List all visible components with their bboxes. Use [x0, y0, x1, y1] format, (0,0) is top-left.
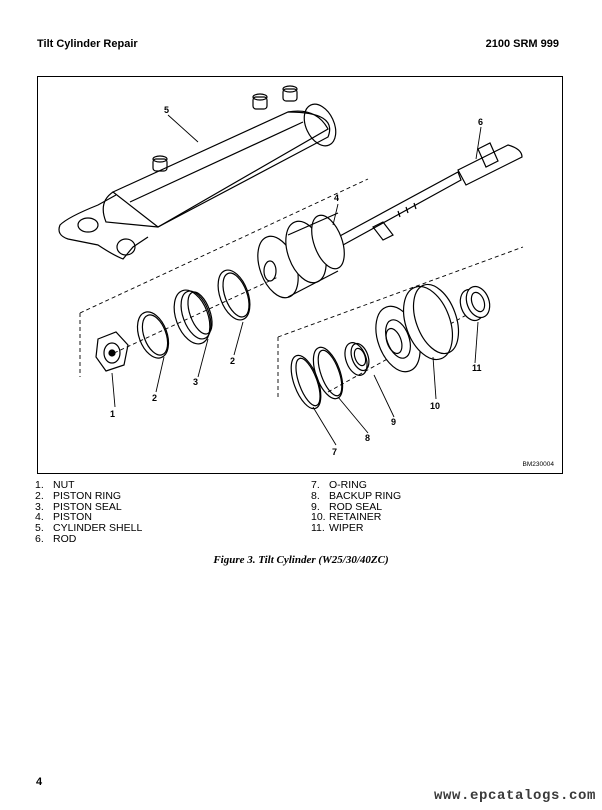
page-number: 4 [36, 776, 43, 788]
backup-ring-drawing [312, 346, 344, 400]
legend-number: 8. [311, 489, 320, 502]
legend-label: ROD [53, 532, 77, 545]
callout-5: 5 [164, 105, 169, 115]
tilt-cylinder-illustration: 5 6 4 1 2 3 2 7 8 9 10 11 [58, 85, 524, 457]
legend-item: 9. ROD SEAL [311, 500, 561, 513]
nut-drawing [95, 331, 129, 372]
parts-legend-right: 7. O-RING 8. BACKUP RING 9. ROD SEAL 10.RET… [311, 480, 561, 534]
callout-4: 4 [334, 193, 339, 203]
legend-number: 6. [35, 532, 44, 545]
callout-11: 11 [472, 363, 482, 373]
parts-legend-left: 1. NUT 2. PISTON RING 3. PISTON SEAL 4. PIST… [35, 480, 285, 545]
legend-item: 11. WIPER [311, 523, 561, 534]
legend-item: 1. NUT [35, 480, 285, 491]
legend-number: 5. [35, 522, 44, 535]
legend-label: CYLINDER SHELL [53, 522, 143, 535]
legend-number: 1. [35, 479, 44, 491]
legend-number: 3. [35, 500, 44, 513]
legend-label: WIPER [329, 522, 364, 535]
callout-9: 9 [391, 417, 396, 427]
legend-item: 6. ROD [35, 534, 285, 545]
legend-item: 5. CYLINDER SHELL [35, 523, 285, 534]
callout-2-upper: 2 [230, 356, 235, 366]
legend-number: 2. [35, 489, 44, 502]
legend-number: 4. [35, 511, 44, 524]
retainer-drawing [375, 283, 460, 373]
legend-label: O-RING [329, 479, 367, 491]
legend-label: PISTON SEAL [53, 500, 122, 513]
legend-number: 9. [311, 500, 320, 513]
legend-label: PISTON [53, 511, 92, 524]
piston-ring-drawing-upper [217, 269, 251, 321]
cylinder-shell-drawing [58, 85, 337, 260]
figure-code: BM230004 [522, 461, 554, 468]
callout-10: 10 [430, 401, 440, 411]
piston-ring-drawing-lower [136, 311, 170, 359]
callout-2-lower: 2 [152, 393, 157, 403]
legend-label: PISTON RING [53, 489, 122, 502]
legend-item: 8. BACKUP RING [311, 489, 561, 502]
callout-1: 1 [110, 409, 115, 419]
piston-seal-drawing [173, 289, 211, 345]
watermark: www.epcatalogs.com [433, 788, 596, 804]
legend-label: RETAINER [329, 511, 382, 524]
legend-label: ROD SEAL [329, 500, 383, 513]
rod-drawing [337, 142, 523, 246]
legend-number: 7. [311, 479, 320, 491]
figure-caption: Figure 3. Tilt Cylinder (W25/30/40ZC) [213, 554, 389, 566]
legend-item: 4. PISTON [35, 512, 285, 523]
legend-label: BACKUP RING [329, 489, 402, 502]
piston-drawing [257, 212, 345, 299]
manual-number: 2100 SRM 999 [485, 38, 559, 50]
wiper-drawing [459, 285, 491, 322]
header-title: Tilt Cylinder Repair [37, 38, 138, 50]
exploded-diagram: 5 6 4 1 2 3 2 7 8 9 10 11 BM230004 [37, 76, 563, 474]
legend-item: 2. PISTON RING [35, 489, 285, 502]
legend-number: 10. [311, 511, 326, 524]
legend-item: 10.RETAINER [311, 512, 561, 523]
callout-3: 3 [193, 377, 198, 387]
legend-item: 3. PISTON SEAL [35, 500, 285, 513]
callout-6: 6 [478, 117, 483, 127]
legend-item: 7. O-RING [311, 480, 561, 491]
legend-number: 11. [311, 522, 325, 535]
legend-label: NUT [53, 479, 75, 491]
callout-7: 7 [332, 447, 337, 457]
callout-8: 8 [365, 433, 370, 443]
